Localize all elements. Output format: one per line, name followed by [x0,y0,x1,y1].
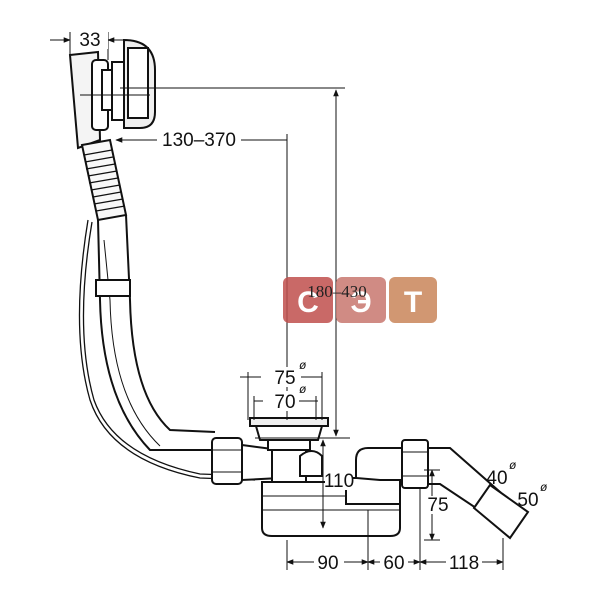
label-bg-75b [426,496,452,514]
bowden-cable [78,219,256,481]
dim-spacing-90: 90 [317,553,338,574]
label-bg-90 [314,552,344,572]
watermark-letter-2: Э [350,286,371,319]
overflow-pipe [95,214,216,451]
label-bg-33 [78,31,108,49]
dim-diameter-75: 75 [274,368,295,389]
flexible-hose [80,138,128,222]
overflow-head [68,38,156,150]
label-bg-reach [158,130,240,150]
dim-horizontal-reach: 130–370 [162,130,236,151]
watermark-letter-1: С [297,286,319,319]
dim-outlet-height: 110 [324,471,354,492]
dim-diameter-40: 40 [486,468,507,489]
dim-diameter-50: 50 [517,490,538,511]
dim-spacing-118: 118 [449,553,479,574]
diameter-symbol-50: ø [540,480,548,494]
diameter-symbol-70: ø [299,382,307,396]
dim-overflow-offset: 33 [79,30,100,51]
watermark-letter-3: Т [404,286,422,319]
watermark-logo: С Э Т [283,277,437,323]
dim-spacing-60: 60 [383,553,404,574]
trap-body [261,477,401,537]
dim-diameter-70: 70 [274,392,295,413]
label-bg-118 [446,552,482,572]
diameter-symbol-75: ø [299,358,307,372]
outlet-elbow [355,439,530,540]
label-bg-75 [261,367,301,387]
label-bg-110 [325,472,353,490]
dim-trap-height: 75 [427,495,448,516]
diameter-symbol-40: ø [509,458,517,472]
label-bg-60 [380,552,408,572]
waste-outlet [249,417,329,483]
dim-vertical-reach: 180–430 [307,282,367,301]
label-bg-70 [263,391,299,411]
